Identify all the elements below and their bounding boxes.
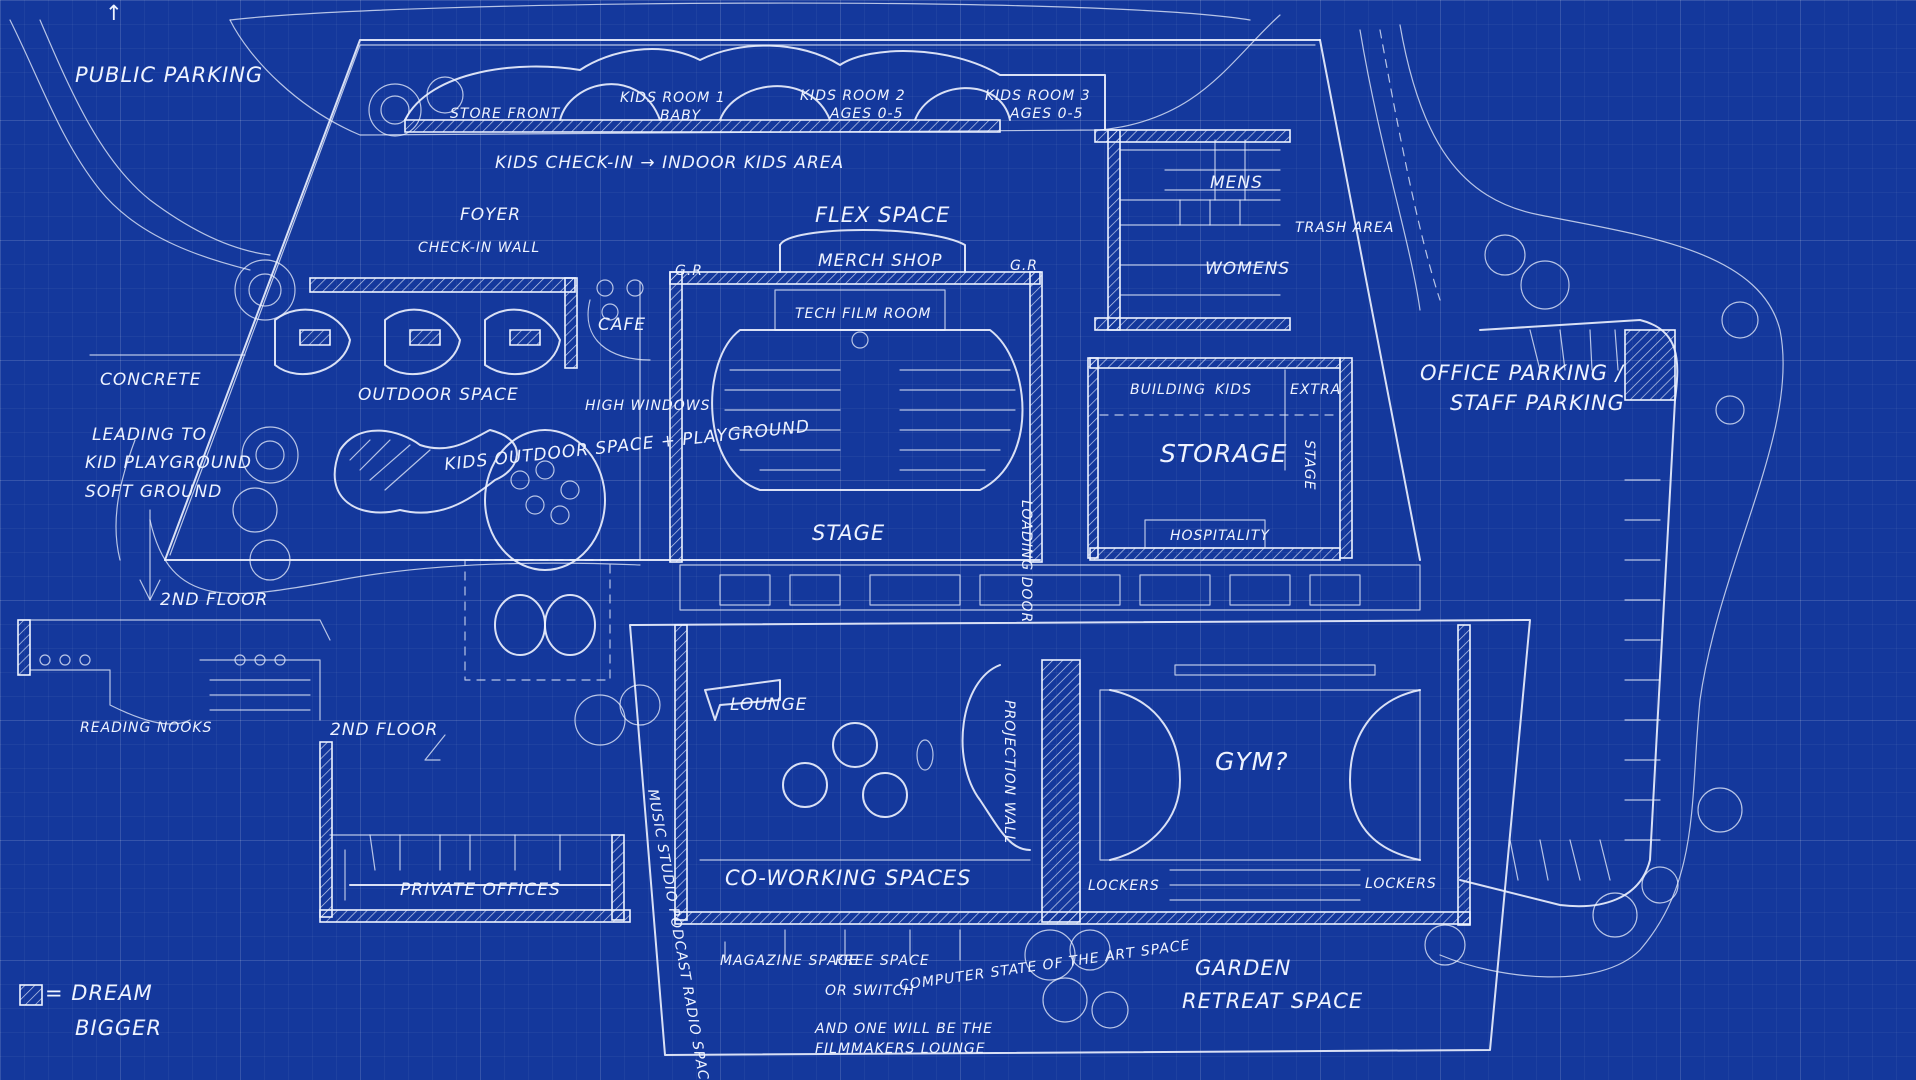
label-kids-storage: KIDS [1215,382,1252,398]
label-outdoor-space: OUTDOOR SPACE [358,385,519,405]
label-kids-checkin: KIDS CHECK-IN → INDOOR KIDS AREA [495,153,844,173]
label-kids-room-1: KIDS ROOM 1 [620,90,726,106]
label-kids-outdoor: KIDS OUTDOOR SPACE + PLAYGROUND [443,417,811,475]
auditorium [669,229,1043,563]
label-garden: GARDEN [1195,956,1291,980]
label-kids-room-2: KIDS ROOM 2 [800,88,906,104]
label-kids-room-2-note: AGES 0-5 [829,106,903,122]
label-cafe: CAFE [598,315,646,335]
restrooms [1094,129,1291,331]
label-womens: WOMENS [1205,259,1290,279]
label-hospitality: HOSPITALITY [1170,528,1270,544]
label-kid-playground: KID PLAYGROUND [85,453,252,473]
label-leading-to: LEADING TO [92,425,207,445]
label-one-will-be: AND ONE WILL BE THE [814,1021,993,1037]
label-gr-left: G.R [675,263,703,279]
label-store-front: STORE FRONT [450,106,561,122]
storage-block [1087,357,1353,561]
label-retreat-space: RETREAT SPACE [1182,989,1363,1013]
label-soft-ground: SOFT GROUND [85,482,222,502]
label-reading-nooks: READING NOOKS [80,720,212,736]
label-magazine-space: MAGAZINE SPACE [720,953,858,969]
label-gym: GYM? [1215,747,1288,776]
label-building: BUILDING [1130,382,1206,398]
label-flex-space: FLEX SPACE [815,203,950,227]
label-tech-film-room: TECH FILM ROOM [795,306,932,322]
label-dream: = DREAM [45,981,153,1005]
label-projection-wall: PROJECTION WALL [1001,700,1017,844]
label-office-parking: OFFICE PARKING / [1420,361,1625,385]
label-checkin-wall: CHECK-IN WALL [418,240,540,256]
label-gr-right: G.R [1010,258,1038,274]
north-arrow: ↑ [105,1,124,25]
label-foyer: FOYER [460,205,521,225]
label-second-floor-a: 2ND FLOOR [160,590,268,610]
label-co-working: CO-WORKING SPACES [725,866,971,890]
label-kids-room-3-note: AGES 0-5 [1009,106,1083,122]
label-stage: STAGE [812,521,885,545]
label-second-floor-b: 2ND FLOOR [330,720,438,740]
lower-building [629,564,1531,1056]
label-public-parking: PUBLIC PARKING [75,63,263,87]
arrows [89,354,961,961]
kids-rooms [368,44,1106,137]
label-free-space: FREE SPACE [835,953,930,969]
label-private-offices: PRIVATE OFFICES [400,880,561,900]
label-lounge: LOUNGE [730,695,807,715]
label-or-switch: OR SWITCH [825,983,915,999]
main-building [164,39,1421,561]
kids-playground [333,429,611,681]
private-offices [17,619,631,923]
label-filmmakers-lounge: FILMMAKERS LOUNGE [815,1041,986,1057]
label-stage-storage: STAGE [1301,440,1317,490]
label-extra: EXTRA [1290,382,1341,398]
label-merch-shop: MERCH SHOP [818,251,942,271]
label-kids-room-3: KIDS ROOM 3 [985,88,1091,104]
label-trash-area: TRASH AREA [1295,220,1394,236]
label-loading-door: LOADING DOOR [1018,500,1034,623]
outdoor-space [274,277,651,561]
label-concrete: CONCRETE [100,370,202,390]
label-kids-room-1-note: BABY [660,108,702,124]
label-high-windows: HIGH WINDOWS [585,398,710,414]
label-computer-space: COMPUTER STATE OF THE ART SPACE [898,937,1191,994]
office-parking-lot [1459,319,1679,908]
label-mens: MENS [1210,173,1263,193]
label-staff-parking: STAFF PARKING [1450,391,1625,415]
label-lockers-right: LOCKERS [1365,876,1437,892]
label-bigger: BIGGER [75,1016,162,1040]
label-storage: STORAGE [1160,439,1287,468]
landscaping [232,234,1759,1029]
label-lockers-left: LOCKERS [1088,878,1160,894]
legend-hatch-swatch [19,984,43,1006]
